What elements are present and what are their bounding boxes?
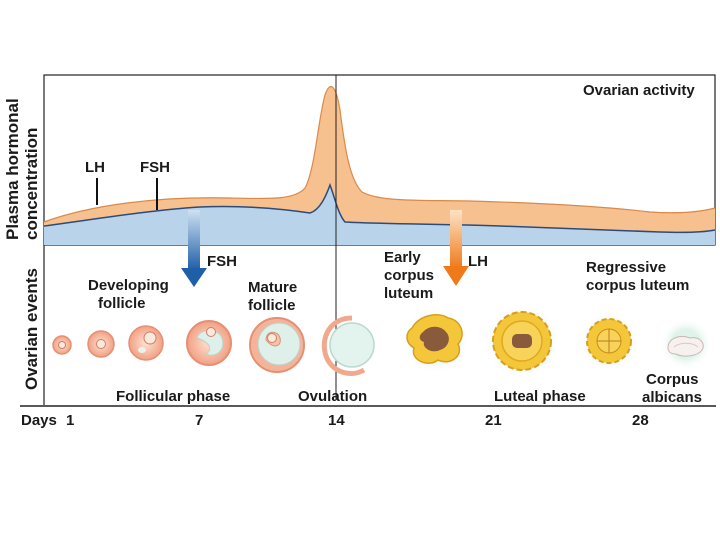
day-tick-28: 28 [632, 412, 649, 429]
corpus-luteum-mature [484, 303, 560, 379]
follicle-secondary [129, 326, 163, 360]
fsh-arrow-head [181, 268, 207, 287]
early-cl-label-1: Early [384, 249, 421, 266]
corpus-albicans-label-1: Corpus [646, 371, 699, 388]
follicular-phase-label: Follicular phase [116, 388, 230, 405]
day-tick-7: 7 [195, 412, 203, 429]
follicle-ovulating [324, 318, 374, 374]
early-cl-label-2: corpus [384, 267, 434, 284]
corpus-albicans-label-2: albicans [642, 389, 702, 406]
mature-follicle-label-2: follicle [248, 297, 296, 314]
panel-title: Ovarian activity [583, 82, 695, 99]
day-tick-14: 14 [328, 412, 345, 429]
mature-follicle-label-1: Mature [248, 279, 297, 296]
y-label-line1: Plasma hormonal [3, 98, 22, 240]
day-axis: Days 1 7 14 21 28 [20, 406, 716, 429]
lh-arrow-head [443, 266, 469, 286]
ovulation-label: Ovulation [298, 388, 367, 405]
corpus-luteum-early [402, 306, 470, 374]
follicle-early-antral [187, 321, 231, 365]
lh-label: LH [85, 159, 105, 176]
lh-arrow-shaft [450, 210, 462, 268]
y-label-line2: concentration [22, 128, 41, 240]
day-tick-1: 1 [66, 412, 74, 429]
lh-arrow-label: LH [468, 253, 488, 270]
luteal-phase-label: Luteal phase [494, 388, 586, 405]
hormone-panel: LH FSH Ovarian activity [44, 75, 715, 245]
days-label: Days [21, 412, 57, 429]
regressive-cl-label-2: corpus luteum [586, 277, 689, 294]
fsh-arrow-label: FSH [207, 253, 237, 270]
corpus-luteum-regressive [579, 311, 639, 371]
developing-follicle-label-1: Developing [88, 277, 169, 294]
day-tick-21: 21 [485, 412, 502, 429]
follicle-primordial [53, 336, 71, 354]
y-axis-labels: Plasma hormonal concentration Ovarian ev… [3, 98, 41, 390]
follicle-mature [250, 318, 304, 372]
fsh-arrow-shaft [188, 210, 200, 270]
y-label-ovarian-events: Ovarian events [22, 268, 41, 390]
developing-follicle-label-2: follicle [98, 295, 146, 312]
follicle-sequence [53, 303, 712, 379]
regressive-cl-label-1: Regressive [586, 259, 666, 276]
phase-labels: Follicular phase Ovulation Luteal phase [116, 388, 586, 405]
early-cl-label-3: luteum [384, 285, 433, 302]
follicle-primary [88, 331, 114, 357]
fsh-label: FSH [140, 159, 170, 176]
corpus-albicans [660, 318, 712, 370]
